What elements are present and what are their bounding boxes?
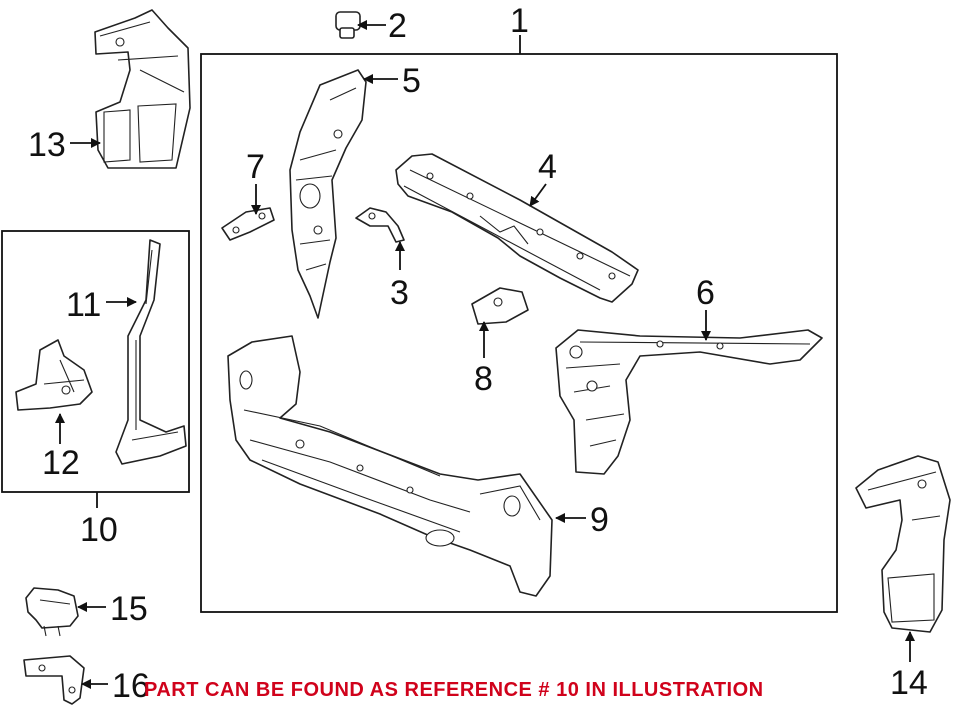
- part-13-drawing: [94, 9, 191, 169]
- part-16-drawing: [23, 655, 85, 705]
- callout-6: 6: [696, 274, 715, 312]
- leader-4: [529, 183, 547, 207]
- part-9-drawing: [227, 335, 553, 597]
- callout-11: 11: [66, 286, 101, 324]
- part-4-drawing: [395, 153, 639, 303]
- callout-3: 3: [390, 274, 409, 312]
- part-3-drawing: [355, 207, 405, 243]
- callout-10: 10: [80, 511, 118, 549]
- callout-16: 16: [112, 667, 150, 705]
- part-6-drawing: [555, 329, 823, 475]
- callout-8: 8: [474, 360, 493, 398]
- part-7-drawing: [221, 207, 275, 241]
- part-12-drawing: [15, 339, 93, 411]
- assembly-1-frame: [200, 53, 838, 613]
- callout-2: 2: [388, 7, 407, 45]
- callout-9: 9: [590, 501, 609, 539]
- part-2-drawing: [335, 11, 361, 39]
- callout-7: 7: [246, 148, 265, 186]
- part-8-drawing: [471, 287, 529, 325]
- assembly-10-frame: [1, 230, 190, 493]
- part-11-drawing: [115, 239, 187, 465]
- callout-4: 4: [538, 148, 557, 186]
- callout-15: 15: [110, 590, 148, 628]
- callout-5: 5: [402, 62, 421, 100]
- part-14-drawing: [855, 455, 951, 633]
- reference-notice: PART CAN BE FOUND AS REFERENCE # 10 IN I…: [144, 679, 764, 701]
- callout-1: 1: [510, 2, 529, 40]
- part-15-drawing: [25, 587, 79, 637]
- callout-13: 13: [28, 126, 66, 164]
- callout-14: 14: [890, 664, 928, 702]
- callout-12: 12: [42, 444, 80, 482]
- part-5-drawing: [289, 69, 367, 319]
